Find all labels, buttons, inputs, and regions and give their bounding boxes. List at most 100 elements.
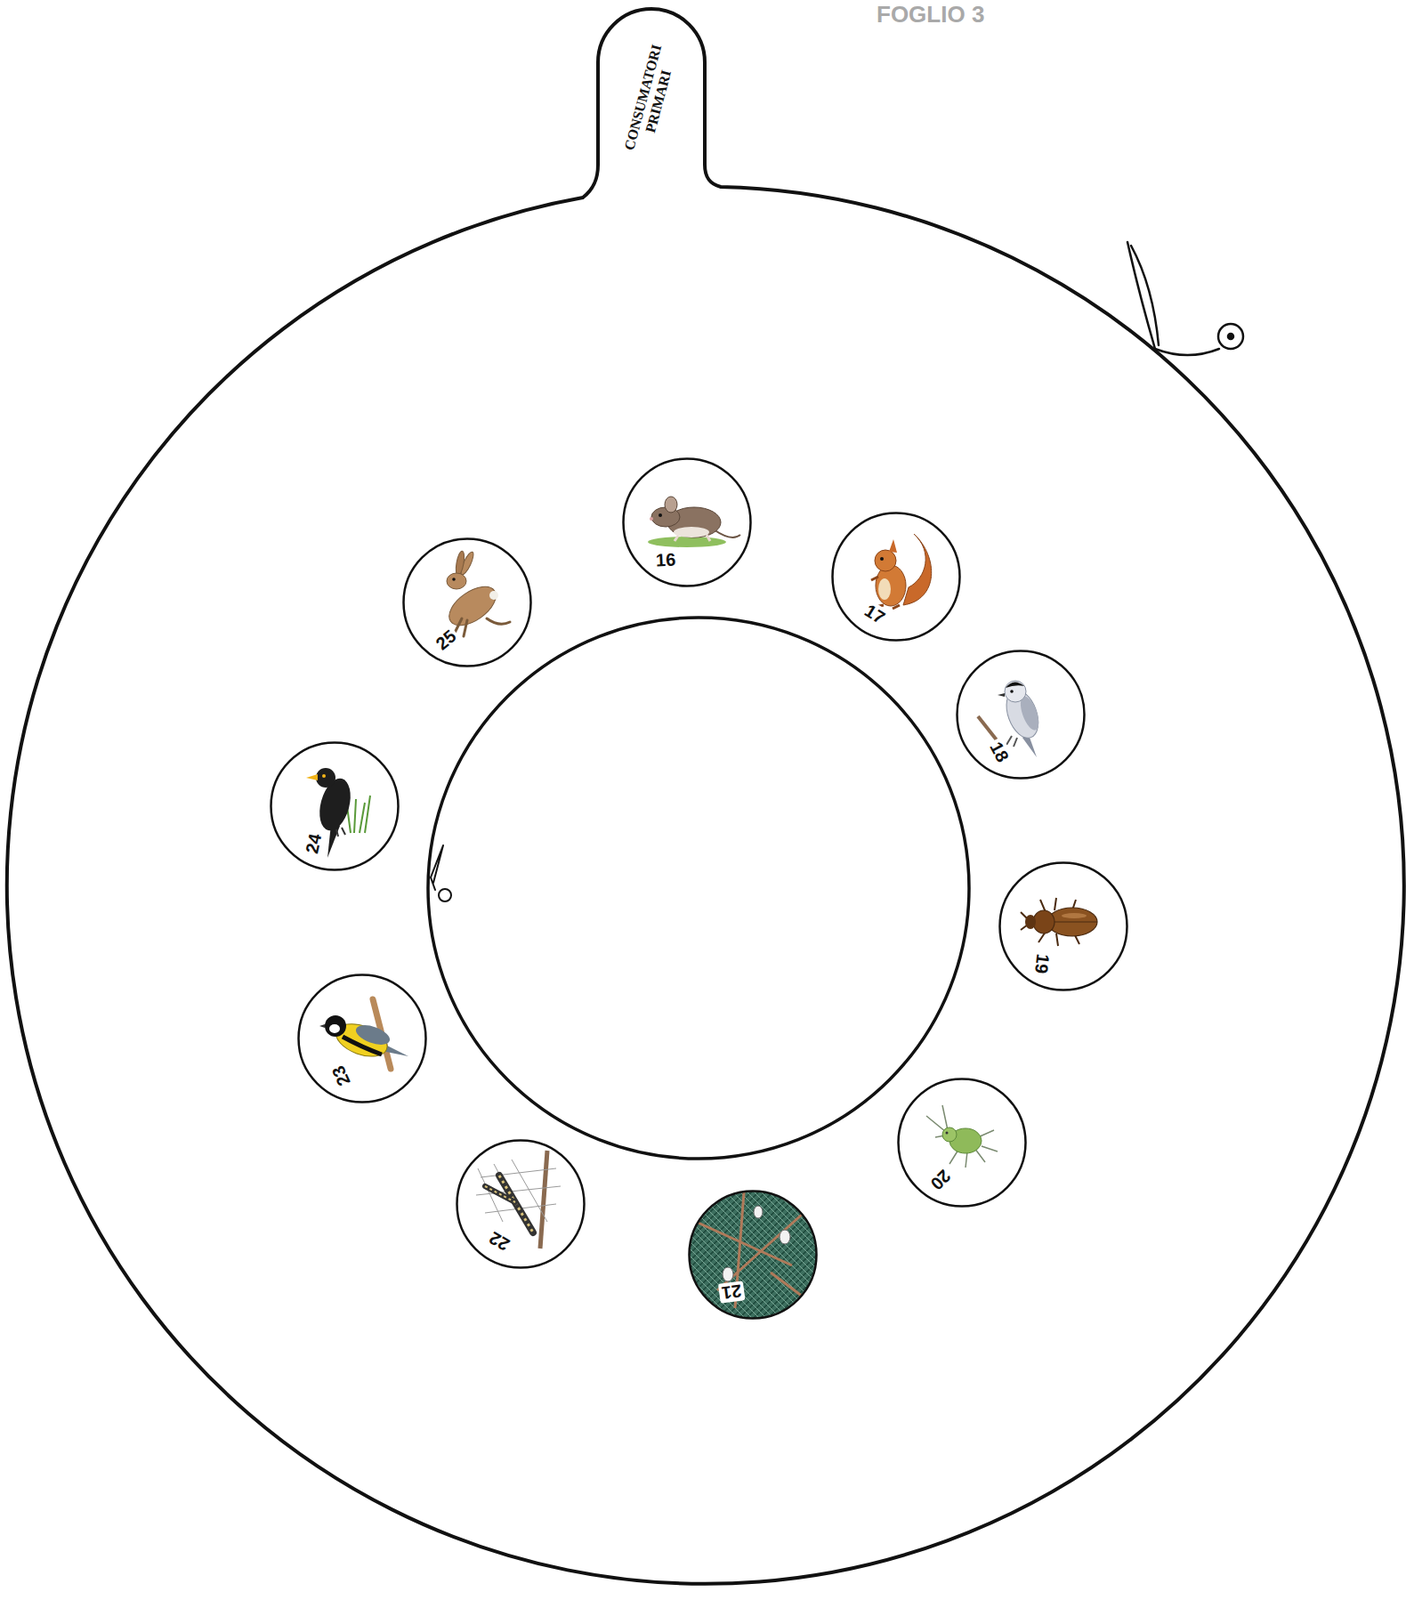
pine-picture (722, 1267, 734, 1282)
caterpillar-picture (476, 1159, 561, 1231)
tit-picture (324, 1015, 347, 1037)
disc-outline (955, 649, 1086, 780)
callout-number: 24 (300, 829, 325, 858)
tit-picture (353, 1021, 393, 1050)
disc-outline (269, 741, 400, 872)
squirrel-picture (874, 549, 897, 572)
bird-picture (997, 693, 1005, 697)
bird-picture (1005, 681, 1025, 688)
beetle-picture (1033, 910, 1055, 934)
hare-picture (489, 590, 499, 600)
mouse-picture (649, 517, 654, 521)
inner-hole (428, 617, 970, 1159)
mouse-picture (658, 513, 663, 518)
callout-number: 23 (326, 1060, 356, 1092)
squirrel-picture (875, 565, 906, 607)
pine-picture (688, 1190, 817, 1319)
tab-title: CONSUMATORI PRIMARI (619, 35, 682, 164)
tit-picture (329, 1024, 340, 1034)
aphid-picture (942, 1127, 957, 1142)
picture-disc: 16 (622, 457, 752, 588)
disc-outline (623, 459, 752, 587)
disc-outline (1000, 863, 1128, 991)
aphid-picture (926, 1105, 998, 1168)
hare-picture (452, 577, 456, 582)
blackbird-picture (347, 795, 371, 833)
picture-disc: 22 (455, 1139, 586, 1269)
disc-outline (298, 975, 427, 1103)
tit-picture (319, 1024, 325, 1028)
disc-outline (689, 1191, 817, 1319)
mouse-picture (713, 529, 741, 538)
scissors-mark (438, 888, 452, 902)
bird-picture (1010, 689, 1014, 694)
scissors-mark (1218, 323, 1244, 349)
scissors-mark (430, 845, 444, 890)
disc-outline (457, 1140, 585, 1269)
disc-outline (998, 861, 1129, 992)
caterpillar-picture (484, 1186, 516, 1203)
disc-outline (455, 1139, 586, 1269)
callout-number: 20 (924, 1163, 957, 1196)
scissors-mark (1127, 242, 1244, 356)
caterpillar-picture (540, 1150, 548, 1249)
pine-picture (688, 1190, 817, 1319)
squirrel-picture (903, 533, 932, 606)
caterpillar-picture (484, 1186, 516, 1203)
blackbird-picture (315, 767, 336, 788)
squirrel-picture (878, 578, 891, 600)
squirrel-picture (880, 557, 884, 561)
blackbird-picture (322, 774, 326, 778)
disc-outline (957, 651, 1085, 779)
beetle-picture (1061, 913, 1087, 919)
squirrel-picture (871, 533, 932, 609)
blackbird-picture (336, 827, 346, 837)
mouse-picture (647, 496, 741, 548)
mouse-picture (673, 526, 710, 538)
scissors-mark (1155, 348, 1220, 356)
mouse-picture (674, 534, 711, 542)
disc-outline (404, 539, 532, 667)
beetle-picture (1020, 897, 1098, 946)
mouse-picture (647, 536, 727, 548)
tit-picture (319, 999, 409, 1069)
callout-number: 22 (483, 1226, 515, 1256)
picture-disc: 19 (998, 861, 1129, 992)
picture-disc: 21 (687, 1189, 818, 1320)
callout-number: 17 (858, 598, 891, 630)
callout-number: 19 (1030, 950, 1053, 978)
sheet-label: FOGLIO 3 (876, 2, 985, 26)
disc-outline (832, 513, 961, 641)
disc-outline (622, 457, 752, 588)
mouse-picture (664, 496, 678, 513)
picture-disc: 25 (402, 537, 533, 668)
picture-disc: 23 (297, 973, 428, 1104)
disc-outline (898, 1079, 1027, 1207)
disc-outline (687, 1189, 818, 1320)
squirrel-picture (888, 539, 897, 553)
picture-disc: 17 (831, 511, 962, 642)
disc-outline (271, 743, 399, 871)
pine-picture (694, 1192, 807, 1309)
beetle-picture (1050, 921, 1098, 923)
bird-picture (1006, 735, 1018, 747)
disc-outline (896, 1077, 1027, 1208)
callout-number: 18 (985, 735, 1015, 768)
hare-picture (446, 573, 467, 590)
callout-number: 21 (718, 1280, 746, 1304)
aphid-picture (945, 1131, 949, 1135)
aphid-picture (926, 1105, 998, 1168)
blackbird-picture (306, 774, 318, 781)
callout-number: 25 (429, 623, 462, 655)
hare-picture (454, 618, 510, 637)
scissors-mark (1228, 333, 1234, 340)
picture-disc: 20 (896, 1077, 1027, 1208)
callout-number: 16 (652, 549, 679, 570)
beetle-picture (1025, 914, 1036, 930)
pine-picture (779, 1229, 791, 1245)
bird-picture (1004, 680, 1027, 703)
